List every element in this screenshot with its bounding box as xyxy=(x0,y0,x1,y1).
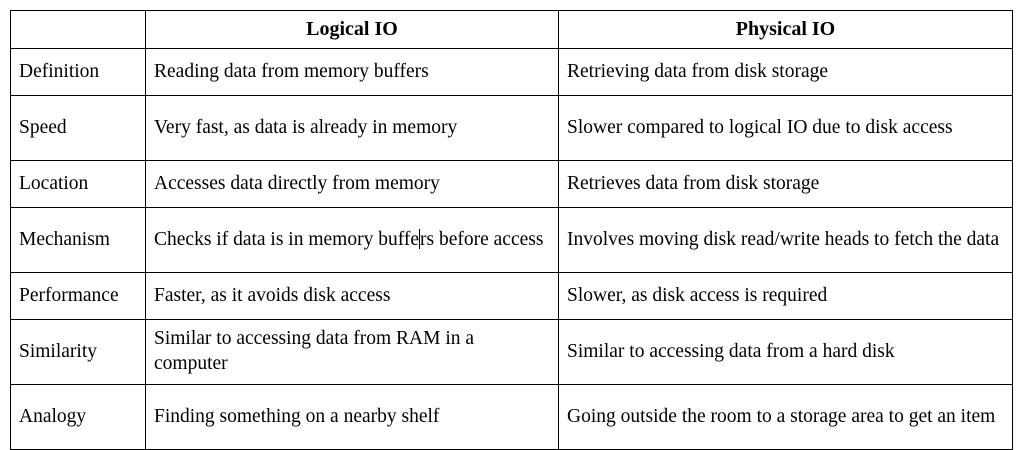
cell-location-logical: Accesses data directly from memory xyxy=(145,160,559,208)
logical-vs-physical-io-table: Logical IO Physical IO Definition Readin… xyxy=(10,10,1013,450)
text-caret xyxy=(419,228,420,249)
table-row: Performance Faster, as it avoids disk ac… xyxy=(10,272,1013,320)
table-header-row: Logical IO Physical IO xyxy=(10,10,1013,49)
cell-performance-physical: Slower, as disk access is required xyxy=(558,272,1013,320)
table-row: Analogy Finding something on a nearby sh… xyxy=(10,384,1013,450)
cell-performance-logical: Faster, as it avoids disk access xyxy=(145,272,559,320)
table-row: Speed Very fast, as data is already in m… xyxy=(10,95,1013,161)
row-attribute-performance: Performance xyxy=(10,272,146,320)
row-attribute-analogy: Analogy xyxy=(10,384,146,450)
row-attribute-mechanism: Mechanism xyxy=(10,207,146,273)
cell-mechanism-logical[interactable]: Checks if data is in memory buffers befo… xyxy=(145,207,559,273)
column-header-attribute xyxy=(10,10,146,49)
cell-mechanism-logical-text-before-caret: Checks if data is in memory buffe xyxy=(154,228,419,250)
comparison-table-container: Logical IO Physical IO Definition Readin… xyxy=(10,10,1013,450)
cell-similarity-physical: Similar to accessing data from a hard di… xyxy=(558,319,1013,385)
cell-mechanism-logical-text-after-caret: rs before access xyxy=(420,228,544,250)
cell-mechanism-physical: Involves moving disk read/write heads to… xyxy=(558,207,1013,273)
cell-speed-physical: Slower compared to logical IO due to dis… xyxy=(558,95,1013,161)
table-row: Location Accesses data directly from mem… xyxy=(10,160,1013,208)
cell-location-physical: Retrieves data from disk storage xyxy=(558,160,1013,208)
table-row: Similarity Similar to accessing data fro… xyxy=(10,319,1013,385)
row-attribute-location: Location xyxy=(10,160,146,208)
cell-similarity-logical: Similar to accessing data from RAM in a … xyxy=(145,319,559,385)
table-body: Definition Reading data from memory buff… xyxy=(10,48,1013,450)
table-row: Definition Reading data from memory buff… xyxy=(10,48,1013,96)
column-header-physical-io: Physical IO xyxy=(558,10,1013,49)
cell-analogy-physical: Going outside the room to a storage area… xyxy=(558,384,1013,450)
cell-definition-physical: Retrieving data from disk storage xyxy=(558,48,1013,96)
row-attribute-similarity: Similarity xyxy=(10,319,146,385)
cell-speed-logical: Very fast, as data is already in memory xyxy=(145,95,559,161)
table-header: Logical IO Physical IO xyxy=(10,10,1013,49)
row-attribute-definition: Definition xyxy=(10,48,146,96)
cell-definition-logical: Reading data from memory buffers xyxy=(145,48,559,96)
row-attribute-speed: Speed xyxy=(10,95,146,161)
cell-analogy-logical: Finding something on a nearby shelf xyxy=(145,384,559,450)
table-row: Mechanism Checks if data is in memory bu… xyxy=(10,207,1013,273)
column-header-logical-io: Logical IO xyxy=(145,10,559,49)
